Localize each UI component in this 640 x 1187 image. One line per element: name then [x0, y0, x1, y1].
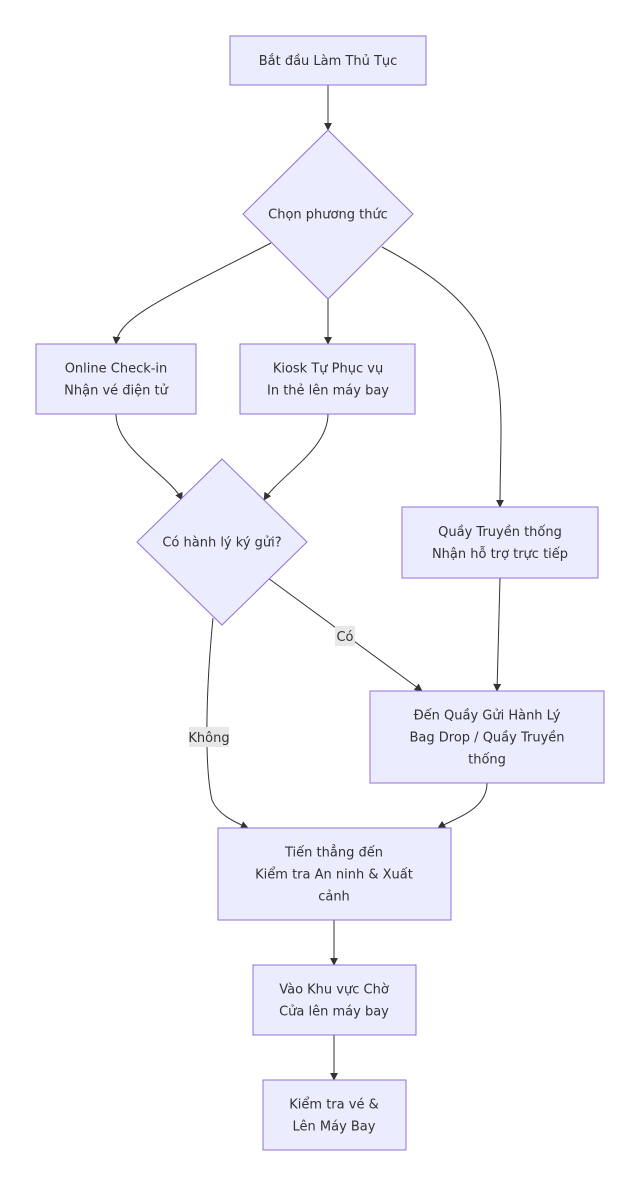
node-start: Bắt đầu Làm Thủ Tục [229, 35, 427, 86]
edge-counter-bagdrop [493, 577, 502, 692]
node-label-line: Kiểm tra vé & [289, 1098, 378, 1113]
svg-text:Bắt đầu Làm Thủ Tục: Bắt đầu Làm Thủ Tục [259, 54, 398, 69]
node-baggage: Có hành lý ký gửi? [136, 458, 308, 626]
node-label-line: Cửa lên máy bay [279, 1005, 389, 1020]
node-label-line: thống [468, 753, 506, 768]
edge-kiosk-baggage [263, 413, 329, 501]
edges [112, 85, 505, 1081]
svg-text:Có hành lý ký gửi?: Có hành lý ký gửi? [162, 536, 281, 551]
node-label-line: Vào Khu vực Chờ [279, 983, 389, 998]
svg-text:Kiểm tra vé &Lên Máy Bay: Kiểm tra vé & Lên Máy Bay [289, 1098, 378, 1135]
svg-text:Chọn phương thức: Chọn phương thức [268, 208, 388, 223]
node-boarding: Kiểm tra vé & Lên Máy Bay [262, 1079, 407, 1151]
node-label-line: Nhận hỗ trợ trực tiếp [432, 547, 568, 562]
edge-label-no: Không [188, 727, 230, 747]
node-choose: Chọn phương thức [242, 129, 414, 300]
node-label-line: Bắt đầu Làm Thủ Tục [259, 54, 398, 69]
node-label-line: Đến Quầy Gửi Hành Lý [414, 709, 561, 724]
edge-online-baggage [115, 413, 183, 501]
node-label-line: In thẻ lên máy bay [267, 384, 389, 399]
node-label-line: Lên Máy Bay [293, 1120, 376, 1135]
node-label-line: cảnh [318, 890, 350, 905]
edge-choose-counter [381, 246, 505, 508]
svg-text:Không: Không [188, 731, 229, 746]
node-label-line: Bag Drop / Quầy Truyền [410, 731, 565, 746]
edge-label-yes: Có [335, 626, 355, 646]
node-label-line: Kiểm tra An ninh & Xuất [255, 868, 413, 883]
node-kiosk: Kiosk Tự Phục vụ In thẻ lên máy bay [239, 343, 416, 415]
edge-bagdrop-security [437, 782, 488, 829]
node-label-line: Có hành lý ký gửi? [162, 536, 281, 551]
edge-choose-online [112, 242, 272, 345]
node-label-line: Quầy Truyền thống [438, 525, 562, 540]
node-label-line: Chọn phương thức [268, 208, 388, 223]
node-label-line: Tiến thẳng đến [284, 845, 383, 861]
node-label-line: Online Check-in [65, 362, 168, 377]
node-bagdrop: Đến Quầy Gửi Hành Lý Bag Drop / Quầy Truy… [369, 690, 605, 784]
svg-text:Có: Có [336, 630, 353, 645]
node-label-line: Nhận vé điện tử [64, 384, 168, 399]
edge-baggage-security-no [206, 617, 249, 829]
node-label-line: Kiosk Tự Phục vụ [273, 362, 383, 377]
